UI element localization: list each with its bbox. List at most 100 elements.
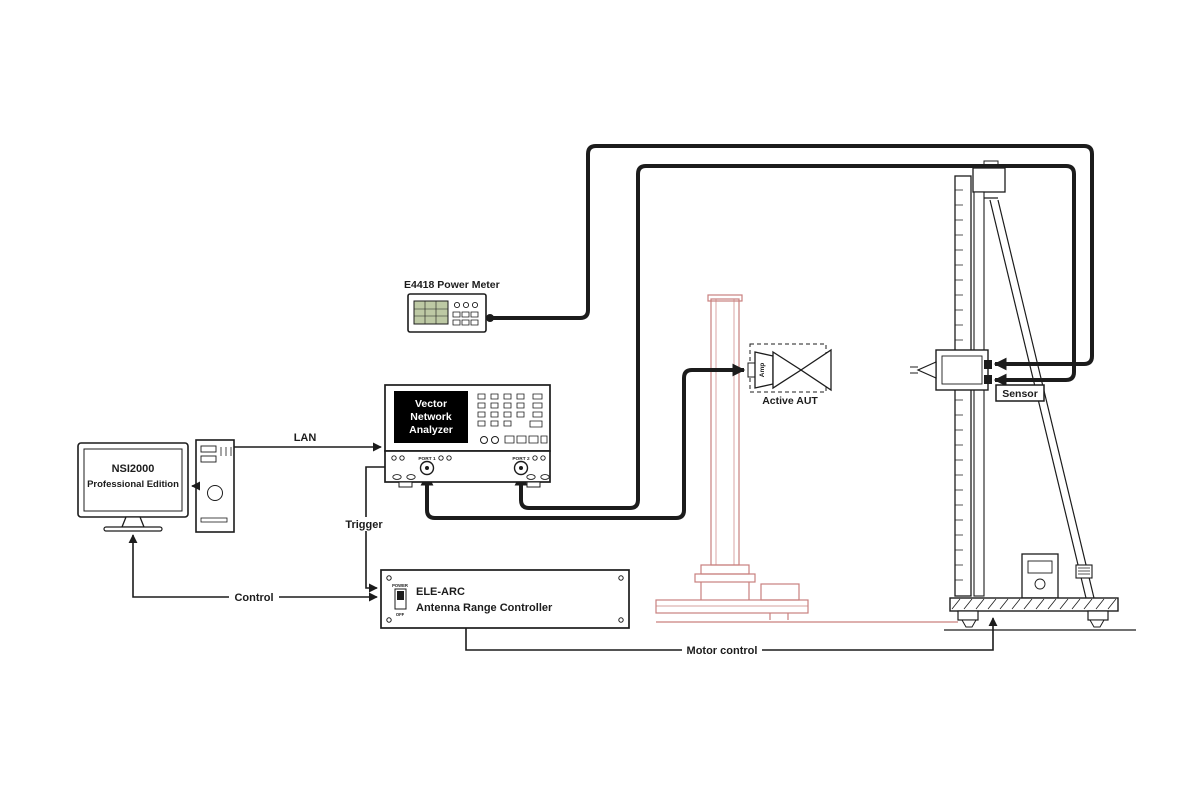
controller-name: ELE-ARC xyxy=(416,586,465,598)
power-meter-label: E4418 Power Meter xyxy=(404,279,500,291)
aut-horn-aperture xyxy=(799,348,832,392)
control-connection: Control xyxy=(128,534,378,604)
vna-soft-keys xyxy=(504,435,548,444)
pc-vents xyxy=(220,447,232,456)
vna-port2-led-2 xyxy=(540,455,546,461)
controller-off-label: OFF xyxy=(396,612,405,617)
vna-screen xyxy=(394,391,468,443)
carriage-connector-top xyxy=(984,360,992,369)
workstation: NSI2000 Professional Edition xyxy=(77,439,235,533)
scanner-base-hatching xyxy=(951,598,1117,610)
vna-aux-connector-3 xyxy=(526,474,536,480)
controller-power-switch-lever xyxy=(397,591,404,600)
aut-amp-label: Amp xyxy=(759,363,766,377)
controller-subtitle: Antenna Range Controller xyxy=(416,602,553,614)
positioner-legs xyxy=(700,582,750,600)
vna-port2-led-1 xyxy=(532,455,538,461)
power-meter-knob-2 xyxy=(462,301,470,309)
scanner-second-rail xyxy=(973,191,985,597)
range-controller: POWER OFF ELE-ARC Antenna Range Controll… xyxy=(380,569,630,629)
power-meter: E4418 Power Meter xyxy=(404,279,500,333)
positioner-flange xyxy=(700,564,750,575)
positioner-slide-block xyxy=(760,583,800,601)
cable-port1-to-amp xyxy=(420,363,746,520)
sensor-callout: Sensor xyxy=(995,384,1045,402)
monitor-line1: NSI2000 xyxy=(112,463,155,475)
trigger-connection: Trigger xyxy=(338,466,392,593)
scanner-motor-dial xyxy=(1034,578,1046,590)
vna-screen-line1: Vector xyxy=(415,398,447,410)
controller-screw-tl xyxy=(386,575,392,581)
cable-power-meter-to-sensor xyxy=(490,144,1094,371)
cable-port2-to-sensor xyxy=(514,164,1076,510)
pc-drive-bay-1 xyxy=(200,445,217,453)
vna-screen-line2: Network xyxy=(410,411,452,423)
power-meter-cable-connector xyxy=(486,314,494,322)
vna-strip-led-2 xyxy=(399,455,405,461)
pc-power-button xyxy=(207,485,223,501)
power-meter-display xyxy=(413,300,449,325)
monitor-stand xyxy=(121,516,145,528)
lan-connection: LAN xyxy=(234,432,382,452)
controller-screw-br xyxy=(618,617,624,623)
power-meter-buttons xyxy=(452,311,479,326)
scanner-top-box xyxy=(972,167,1006,193)
vna-port2-pin xyxy=(519,466,523,470)
controller-power-switch xyxy=(394,588,407,610)
controller-power-label: POWER xyxy=(392,583,408,588)
controller-screw-tr xyxy=(618,575,624,581)
scanner-right-wheel-block xyxy=(1087,610,1109,621)
sensor-label-box xyxy=(995,384,1045,402)
thin-connections: LAN Trigger Control Motor control xyxy=(128,432,998,657)
scanner-left-foot xyxy=(961,619,977,628)
vna-port2-label: PORT 2 xyxy=(512,456,530,462)
trigger-label-bg xyxy=(338,517,392,531)
positioner-column-lines xyxy=(715,299,735,565)
power-meter-display-grid xyxy=(414,301,448,324)
control-label: Control xyxy=(234,592,273,604)
pc-drive-bay-2 xyxy=(200,455,217,463)
vna-screen-line3: Analyzer xyxy=(409,424,453,436)
scanner-left-wheel-block xyxy=(957,610,979,621)
vna-knob-1 xyxy=(480,436,488,444)
control-label-bg xyxy=(229,590,279,604)
sensor-probe-horn xyxy=(916,361,937,379)
sensor-probe-feed xyxy=(910,366,918,374)
positioner-rail xyxy=(655,599,809,614)
positioner-feet xyxy=(769,613,789,620)
vna-aux-connector-4 xyxy=(540,474,550,480)
monitor-line2: Professional Edition xyxy=(87,479,179,490)
probe-carriage xyxy=(910,349,992,391)
vna-knob-2 xyxy=(491,436,499,444)
vna-port1-label: PORT 1 xyxy=(418,456,436,462)
vna-keypad xyxy=(477,393,543,428)
active-aut-label: Active AUT xyxy=(762,395,818,407)
lan-label: LAN xyxy=(294,432,317,444)
vna-left-foot xyxy=(398,481,413,488)
vna-right-foot xyxy=(526,481,541,488)
positioner-top-cap xyxy=(707,294,743,302)
rf-cables xyxy=(420,144,1094,520)
vna: Vector Network Analyzer PORT 1 PORT 2 xyxy=(384,384,551,488)
scanner-base-rail xyxy=(949,597,1119,612)
scanner-right-foot xyxy=(1089,619,1105,628)
vna-aux-connector-1 xyxy=(392,474,402,480)
aut-input-connector xyxy=(747,362,756,378)
motor-control-connection: Motor control xyxy=(465,617,998,657)
scanner-motor-box-detail xyxy=(1027,560,1053,574)
motor-control-label: Motor control xyxy=(687,645,758,657)
vna-aux-connector-2 xyxy=(406,474,416,480)
carriage-connector-bottom xyxy=(984,375,992,384)
vna-port1-led-2 xyxy=(446,455,452,461)
controller-body xyxy=(380,569,630,629)
motor-control-label-bg xyxy=(682,643,762,657)
control-line xyxy=(128,534,378,602)
trigger-label: Trigger xyxy=(345,519,383,531)
controller-screw-bl xyxy=(386,617,392,623)
vna-port1-led-1 xyxy=(438,455,444,461)
aut-feed-taper xyxy=(772,350,803,390)
monitor-base xyxy=(103,526,163,532)
vna-port1-pin xyxy=(425,466,429,470)
power-meter-knob-3 xyxy=(471,301,479,309)
